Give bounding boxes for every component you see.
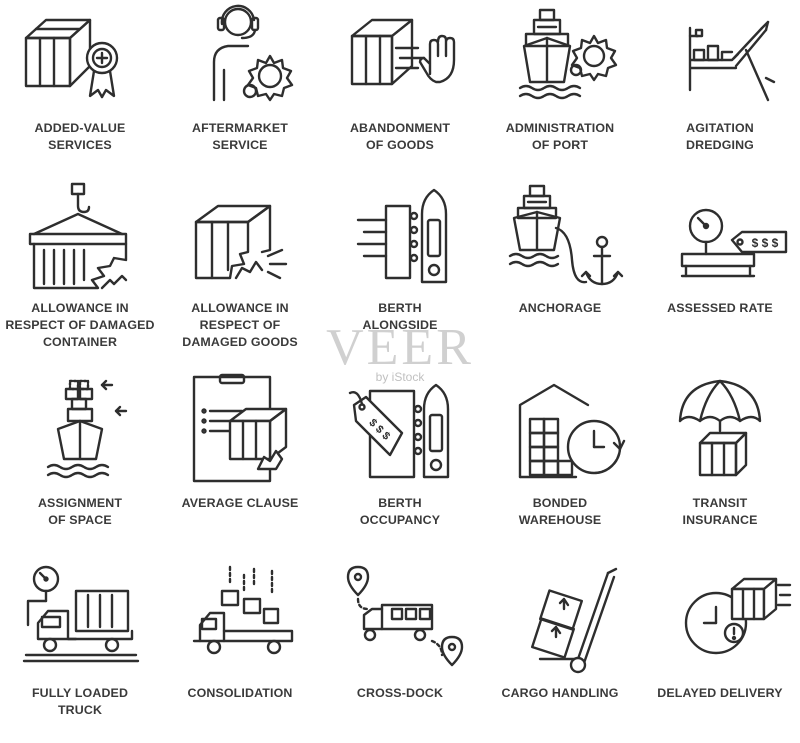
price-tag-dollars: $ $ $ bbox=[752, 236, 779, 250]
icon-label: CARGO HANDLING bbox=[501, 686, 619, 700]
box-with-badge-icon bbox=[10, 0, 150, 110]
icon-cell: ADMINISTRATION OF PORT bbox=[480, 0, 640, 178]
icon-cell: ALLOWANCE IN RESPECT OF DAMAGED GOODS bbox=[160, 180, 320, 358]
warehouse-clock-icon bbox=[490, 375, 630, 485]
icon-label: CROSS-DOCK bbox=[356, 686, 444, 700]
icon-cell: FULLY LOADED TRUCK bbox=[0, 565, 160, 743]
icon-label: ASSESSED RATE bbox=[667, 301, 773, 315]
icon-cell: AGITATION DREDGING bbox=[640, 0, 800, 178]
clock-box-alert-icon bbox=[650, 565, 790, 675]
berth-ship-icon bbox=[330, 180, 470, 290]
ship-with-gear-icon bbox=[490, 0, 630, 110]
icon-label: ADMINISTRATION OF PORT bbox=[505, 121, 615, 152]
icon-label: FULLY LOADED TRUCK bbox=[31, 686, 129, 717]
icon-label: DELAYED DELIVERY bbox=[657, 686, 783, 700]
icon-cell: ADDED-VALUE SERVICES bbox=[0, 0, 160, 178]
icon-cell: ABANDONMENT OF GOODS bbox=[320, 0, 480, 178]
icon-cell: TRANSIT INSURANCE bbox=[640, 375, 800, 553]
icon-grid: ADDED-VALUE SERVICES AFTERMARKET SERVICE bbox=[0, 0, 800, 717]
icon-label: AFTERMARKET SERVICE bbox=[192, 121, 288, 152]
icon-cell: ANCHORAGE bbox=[480, 180, 640, 358]
price-tag-ship-icon: $ $ $ bbox=[330, 375, 470, 485]
icon-label: AVERAGE CLAUSE bbox=[181, 496, 299, 510]
umbrella-box-icon bbox=[650, 375, 790, 485]
icon-label: ANCHORAGE bbox=[518, 301, 602, 315]
icon-cell: $ $ $ ASSESSED RATE bbox=[640, 180, 800, 358]
icon-label: ALLOWANCE IN RESPECT OF DAMAGED GOODS bbox=[182, 301, 298, 349]
icon-cell: ALLOWANCE IN RESPECT OF DAMAGED CONTAINE… bbox=[0, 180, 160, 358]
damaged-container-icon bbox=[10, 180, 150, 290]
icon-label: TRANSIT INSURANCE bbox=[682, 496, 758, 527]
icon-cell: CROSS-DOCK bbox=[320, 565, 480, 743]
icon-cell: CONSOLIDATION bbox=[160, 565, 320, 743]
ship-anchor-icon bbox=[490, 180, 630, 290]
truck-scale-icon bbox=[10, 565, 150, 675]
icon-cell: AFTERMARKET SERVICE bbox=[160, 0, 320, 178]
icon-cell: $ $ $ BERTH OCCUPANCY bbox=[320, 375, 480, 553]
icon-label: BERTH ALONGSIDE bbox=[362, 301, 438, 332]
icon-label: ALLOWANCE IN RESPECT OF DAMAGED CONTAINE… bbox=[5, 301, 155, 349]
headset-operator-gear-icon bbox=[170, 0, 310, 110]
box-with-hand-icon bbox=[330, 0, 470, 110]
icon-cell: DELAYED DELIVERY bbox=[640, 565, 800, 743]
icon-cell: BONDED WAREHOUSE bbox=[480, 375, 640, 553]
icon-label: ASSIGNMENT OF SPACE bbox=[37, 496, 123, 527]
hand-truck-boxes-icon bbox=[490, 565, 630, 675]
icon-label: BONDED WAREHOUSE bbox=[518, 496, 602, 527]
icon-cell: CARGO HANDLING bbox=[480, 565, 640, 743]
icon-cell: AVERAGE CLAUSE bbox=[160, 375, 320, 553]
clipboard-damaged-box-icon bbox=[170, 375, 310, 485]
icon-cell: ASSIGNMENT OF SPACE bbox=[0, 375, 160, 553]
truck-falling-boxes-icon bbox=[170, 565, 310, 675]
icon-label: BERTH OCCUPANCY bbox=[359, 496, 441, 527]
icon-label: ADDED-VALUE SERVICES bbox=[34, 121, 126, 152]
icon-label: ABANDONMENT OF GOODS bbox=[349, 121, 451, 152]
ship-cargo-arrows-icon bbox=[10, 375, 150, 485]
scale-price-tag-icon: $ $ $ bbox=[650, 180, 790, 290]
truck-route-pins-icon bbox=[330, 565, 470, 675]
icon-label: CONSOLIDATION bbox=[187, 686, 293, 700]
dredging-crane-icon bbox=[650, 0, 790, 110]
icon-label: AGITATION DREDGING bbox=[686, 121, 754, 152]
icon-cell: BERTH ALONGSIDE bbox=[320, 180, 480, 358]
damaged-box-icon bbox=[170, 180, 310, 290]
